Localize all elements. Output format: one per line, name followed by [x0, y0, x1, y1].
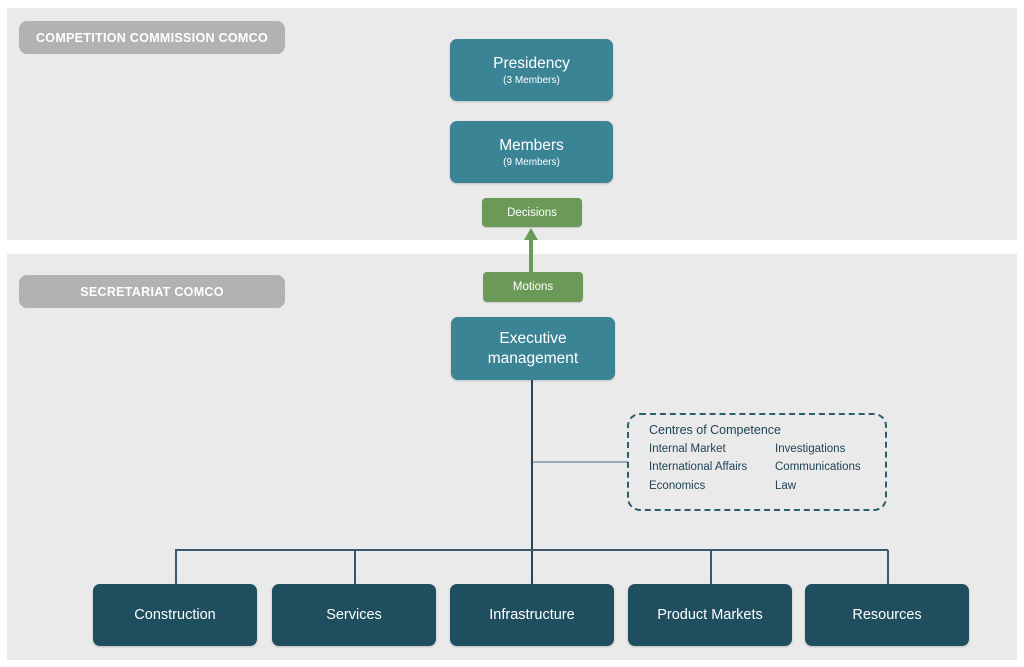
- centre-item: Investigations: [775, 443, 846, 455]
- centre-item: Internal Market: [649, 443, 726, 455]
- motions-arrow-up-icon: [524, 228, 538, 240]
- members-title: Members: [499, 137, 564, 155]
- division-services: Services: [272, 584, 436, 646]
- commission-section-badge: COMPETITION COMMISSION COMCO: [19, 21, 285, 54]
- connector-stub-construction: [175, 550, 177, 584]
- secretariat-section-badge: SECRETARIAT COMCO: [19, 275, 285, 308]
- connector-stub-services: [354, 550, 356, 584]
- connector-divisions-horizontal: [175, 549, 888, 551]
- connector-centres-branch: [533, 461, 628, 463]
- motions-box: Motions: [483, 272, 583, 302]
- division-construction: Construction: [93, 584, 257, 646]
- executive-management-node: Executive management: [451, 317, 615, 380]
- presidency-node: Presidency (3 Members): [450, 39, 613, 101]
- centres-of-competence-title: Centres of Competence: [649, 423, 782, 437]
- connector-stub-product-markets: [710, 550, 712, 584]
- motions-arrow-shaft: [529, 239, 533, 273]
- presidency-subtitle: (3 Members): [503, 74, 560, 86]
- centre-item: Communications: [775, 461, 861, 474]
- centre-item: Law: [775, 479, 797, 492]
- presidency-title: Presidency: [493, 55, 570, 73]
- centres-of-competence-box: Centres of Competence Internal Market In…: [627, 413, 887, 511]
- connector-stub-resources: [887, 550, 889, 584]
- division-resources: Resources: [805, 584, 969, 646]
- division-product-markets: Product Markets: [628, 584, 792, 646]
- centre-item: International Affairs: [649, 461, 748, 474]
- decisions-box: Decisions: [482, 198, 582, 227]
- members-subtitle: (9 Members): [503, 156, 560, 168]
- centres-of-competence-list: Internal Market Investigations Internati…: [649, 440, 875, 495]
- division-infrastructure: Infrastructure: [450, 584, 614, 646]
- connector-executive-vertical: [531, 380, 533, 584]
- executive-management-title: Executive management: [487, 330, 579, 367]
- members-node: Members (9 Members): [450, 121, 613, 183]
- centre-item: Economics: [649, 479, 706, 492]
